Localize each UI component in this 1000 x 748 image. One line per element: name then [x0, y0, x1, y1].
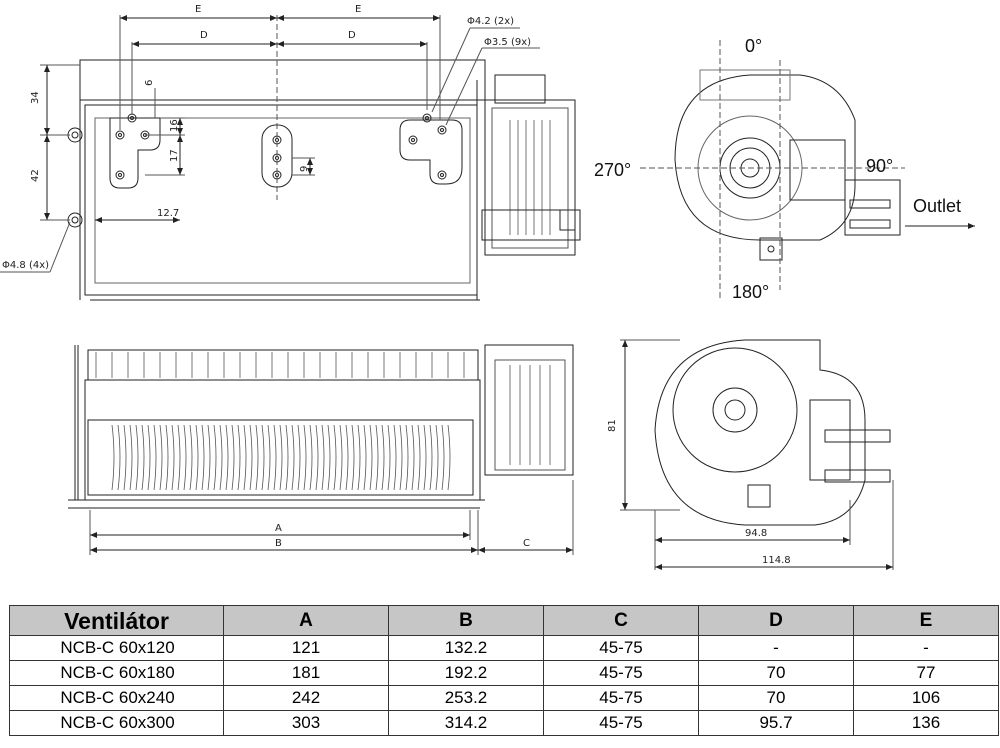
- col-header-model: Ventilátor: [9, 605, 224, 636]
- dim-16-label: 16: [169, 119, 180, 132]
- cell-a: 181: [223, 660, 389, 686]
- dim-127-label: 12.7: [157, 208, 179, 219]
- cell-b: 192.2: [388, 660, 544, 686]
- angle-180-label: 180°: [732, 282, 769, 302]
- angle-270-label: 270°: [594, 160, 631, 180]
- dim-42-label: 42: [30, 169, 41, 182]
- top-view-labels: E E D D Φ4.2 (2x) Φ3.5 (9x) Φ4.8 (4x) 34…: [2, 4, 531, 271]
- cell-b: 253.2: [388, 685, 544, 711]
- dim-6-label: 6: [144, 80, 155, 86]
- dim-b-label: B: [275, 538, 282, 549]
- table-header-row: Ventilátor A B C D E: [9, 605, 999, 636]
- dim-1148-label: 114.8: [762, 555, 791, 566]
- table-row: NCB-C 60x180 181 192.2 45-75 70 77: [9, 660, 999, 686]
- side-view: [640, 40, 975, 300]
- cell-model: NCB-C 60x300: [9, 710, 224, 736]
- cell-a: 121: [223, 635, 389, 661]
- col-header-b: B: [388, 605, 544, 636]
- top-view: [0, 15, 581, 301]
- spec-table-wrap: Ventilátor A B C D E NCB-C 60x120 121 13…: [9, 605, 999, 736]
- cell-a: 303: [223, 710, 389, 736]
- dim-e-right-label: E: [355, 4, 361, 15]
- angle-90-label: 90°: [866, 156, 893, 176]
- spec-table: Ventilátor A B C D E NCB-C 60x120 121 13…: [9, 605, 999, 736]
- hole-35-label: Φ3.5 (9x): [484, 37, 531, 48]
- outlet-label: Outlet: [913, 196, 961, 216]
- table-row: NCB-C 60x300 303 314.2 45-75 95.7 136: [9, 710, 999, 736]
- cell-c: 45-75: [543, 660, 699, 686]
- col-header-e: E: [853, 605, 999, 636]
- cell-d: 70: [698, 685, 854, 711]
- cell-c: 45-75: [543, 635, 699, 661]
- dim-17-label: 17: [169, 149, 180, 162]
- cell-model: NCB-C 60x120: [9, 635, 224, 661]
- cell-c: 45-75: [543, 710, 699, 736]
- cell-d: -: [698, 635, 854, 661]
- cell-model: NCB-C 60x180: [9, 660, 224, 686]
- front-view: [68, 344, 574, 555]
- technical-drawing: E E D D Φ4.2 (2x) Φ3.5 (9x) Φ4.8 (4x) 34…: [0, 4, 975, 570]
- angle-0-label: 0°: [745, 36, 762, 56]
- end-view: [620, 339, 894, 570]
- cell-e: 106: [853, 685, 999, 711]
- side-view-labels: 0° 90° 180° 270° Outlet: [594, 36, 961, 302]
- col-header-d: D: [698, 605, 854, 636]
- front-view-labels: A B C: [275, 523, 530, 549]
- dim-34-label: 34: [30, 91, 41, 104]
- dim-a-label: A: [275, 523, 282, 534]
- cell-b: 132.2: [388, 635, 544, 661]
- end-view-impeller: [672, 347, 798, 473]
- cell-d: 95.7: [698, 710, 854, 736]
- dim-d-right-label: D: [348, 30, 356, 41]
- dim-d-left-label: D: [200, 30, 208, 41]
- cell-e: 77: [853, 660, 999, 686]
- col-header-c: C: [543, 605, 699, 636]
- hole-42-label: Φ4.2 (2x): [467, 16, 514, 27]
- cell-e: 136: [853, 710, 999, 736]
- dim-948-label: 94.8: [745, 528, 767, 539]
- front-coil: [95, 352, 465, 491]
- cell-c: 45-75: [543, 685, 699, 711]
- dim-c-label: C: [523, 538, 530, 549]
- table-row: NCB-C 60x120 121 132.2 45-75 - -: [9, 635, 999, 661]
- hole-48-label: Φ4.8 (4x): [2, 260, 49, 271]
- motor-block: [484, 99, 576, 256]
- dim-e-left-label: E: [195, 4, 201, 15]
- cell-b: 314.2: [388, 710, 544, 736]
- cell-d: 70: [698, 660, 854, 686]
- cell-model: NCB-C 60x240: [9, 685, 224, 711]
- front-housing: [87, 419, 474, 496]
- end-view-labels: 81 94.8 114.8: [607, 419, 791, 566]
- dim-81-label: 81: [607, 419, 618, 432]
- dim-9-label: 9: [299, 166, 310, 172]
- cell-e: -: [853, 635, 999, 661]
- col-header-a: A: [223, 605, 389, 636]
- table-row: NCB-C 60x240 242 253.2 45-75 70 106: [9, 685, 999, 711]
- cell-a: 242: [223, 685, 389, 711]
